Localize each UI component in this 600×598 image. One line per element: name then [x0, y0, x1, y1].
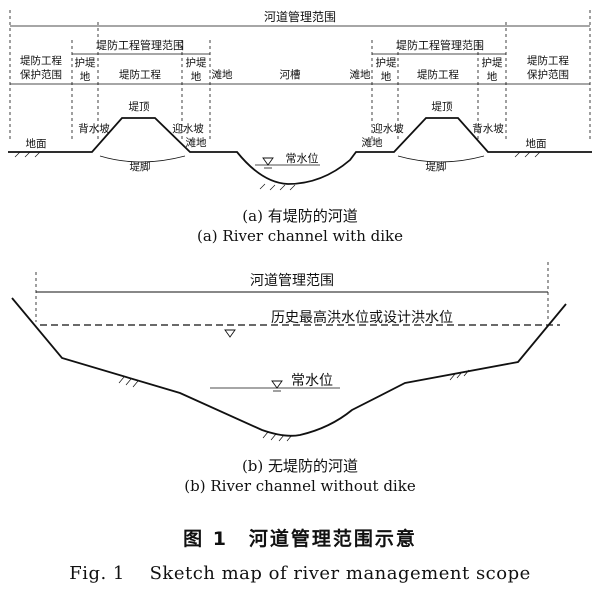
water-level-symbol-a — [262, 157, 274, 166]
water-level-symbol-flood — [224, 329, 236, 338]
label-river-scope-a: 河道管理范围 — [264, 9, 336, 24]
diagram-a — [8, 10, 592, 191]
label-protect-left-1: 堤防工程 — [20, 54, 62, 67]
label-flood-level: 历史最高洪水位或设计洪水位 — [271, 309, 453, 326]
ground-profile-a — [8, 117, 592, 185]
diagram-b — [11, 262, 567, 442]
caption-b-cn: (b) 无堤防的河道 — [241, 457, 359, 475]
label-crest-right: 堤顶 — [432, 101, 453, 113]
dimension-lines-a — [10, 25, 590, 85]
label-front-slope-left: 迎水坡 — [172, 122, 204, 135]
caption-a-en: (a) River channel with dike — [196, 227, 404, 245]
extent-lines-a — [9, 10, 591, 140]
label-ground-left: 地面 — [26, 137, 47, 150]
label-beach-right: 滩地 — [350, 68, 371, 81]
label-back-slope-left: 背水坡 — [78, 122, 110, 135]
label-ground-right: 地面 — [526, 137, 547, 150]
ground-profile-b — [11, 297, 567, 437]
label-beach-slope-left: 滩地 — [186, 136, 207, 149]
caption-b-en: (b) River channel without dike — [184, 477, 416, 495]
label-dike-scope-right: 堤防工程管理范围 — [396, 38, 484, 52]
label-back-slope-right: 背水坡 — [472, 122, 504, 135]
label-toe-right: 堤脚 — [426, 160, 447, 173]
label-channel: 河槽 — [280, 69, 301, 81]
caption-a-cn: (a) 有堤防的河道 — [242, 207, 358, 225]
label-beach-slope-right: 滩地 — [362, 136, 383, 149]
label-inner-land-r1: 护堤 — [376, 56, 397, 69]
label-normal-water-a: 常水位 — [286, 151, 319, 165]
label-toe-left: 堤脚 — [130, 160, 151, 173]
label-protect-right-1: 堤防工程 — [527, 54, 569, 67]
label-front-slope-right: 迎水坡 — [372, 122, 404, 135]
label-protect-left-2: 保护范围 — [20, 68, 62, 81]
label-beach-left: 滩地 — [212, 68, 233, 81]
toe-arc-right — [397, 155, 485, 163]
label-crest-left: 堤顶 — [129, 101, 150, 113]
label-dike-scope-left: 堤防工程管理范围 — [96, 38, 184, 52]
label-protect-right-2: 保护范围 — [527, 68, 569, 81]
label-dike-project-right: 堤防工程 — [417, 68, 459, 81]
label-river-scope-b: 河道管理范围 — [250, 272, 334, 289]
label-protect-land-l1: 护堤 — [75, 56, 96, 69]
label-protect-land-l2: 地 — [80, 70, 91, 83]
ground-hatch-a — [14, 151, 541, 191]
water-level-symbol-b — [271, 380, 283, 389]
toe-arc-left — [99, 155, 186, 163]
label-inner-land-r2: 地 — [381, 70, 392, 83]
label-normal-water-b: 常水位 — [291, 373, 333, 389]
figure-title-en: Fig. 1 Sketch map of river management sc… — [69, 563, 531, 584]
label-protect-land-r1: 护堤 — [482, 56, 503, 69]
figure-title-cn: 图 1 河道管理范围示意 — [183, 528, 417, 550]
label-protect-land-r2: 地 — [487, 70, 498, 83]
label-inner-land-l1: 护堤 — [186, 56, 207, 69]
ground-hatch-b — [118, 369, 470, 442]
label-dike-project-left: 堤防工程 — [119, 68, 161, 81]
label-inner-land-l2: 地 — [191, 70, 202, 83]
